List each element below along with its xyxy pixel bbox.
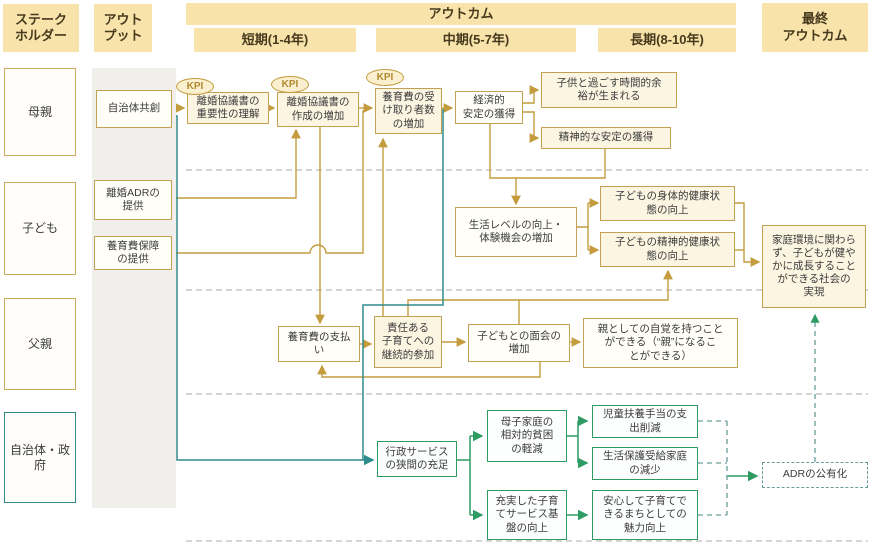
outcome-support-receivers: 養育費の受 け取り者数 の増加 bbox=[375, 88, 442, 134]
header-output: アウト プット bbox=[94, 4, 152, 52]
outcome-agreement-increase: 離婚協議書の 作成の増加 bbox=[277, 92, 359, 127]
outcome-welfare-reduction: 生活保護受給家庭 の減少 bbox=[592, 447, 698, 480]
gold-connectors bbox=[172, 85, 761, 378]
stakeholder-child: 子ども bbox=[4, 182, 76, 275]
kpi-badge-2: KPI bbox=[271, 76, 309, 93]
dashed-connectors bbox=[698, 313, 820, 516]
output-column-band bbox=[92, 68, 176, 508]
stakeholder-father: 父親 bbox=[4, 298, 76, 390]
kpi-badge-3: KPI bbox=[366, 69, 404, 86]
outcome-single-mother-poverty: 母子家庭の 相対的貧困 の軽減 bbox=[487, 410, 567, 462]
output-divorce-adr: 離婚ADRの 提供 bbox=[94, 180, 172, 220]
teal-connectors bbox=[172, 109, 444, 466]
final-outcome-box: 家庭環境に関わら ず、子どもが健や かに成長すること ができる社会の 実現 bbox=[762, 225, 866, 308]
header-mid-term: 中期(5-7年) bbox=[376, 28, 576, 52]
green-connectors bbox=[457, 415, 759, 521]
stakeholder-government: 自治体・政 府 bbox=[4, 412, 76, 503]
outcome-admin-service-gap: 行政サービス の狭間の充足 bbox=[377, 441, 457, 477]
outcome-living-level: 生活レベルの向上・ 体験機会の増加 bbox=[455, 207, 577, 257]
outcome-economic-stability: 経済的 安定の獲得 bbox=[455, 91, 523, 124]
header-long-term: 長期(8-10年) bbox=[598, 28, 736, 52]
outcome-allowance-reduction: 児童扶養手当の支 出削減 bbox=[592, 405, 698, 438]
row-separators bbox=[186, 169, 868, 542]
outcome-child-physical-health: 子どもの身体的健康状 態の向上 bbox=[600, 186, 735, 221]
header-outcome: アウトカム bbox=[186, 3, 736, 25]
outcome-mental-stability: 精神的な安定の獲得 bbox=[541, 127, 671, 149]
outcome-support-payment: 養育費の支払 い bbox=[278, 326, 360, 362]
outcome-childcare-base: 充実した子育 てサービス基 盤の向上 bbox=[487, 490, 567, 540]
kpi-badge-1: KPI bbox=[176, 78, 214, 95]
header-stakeholder: ステーク ホルダー bbox=[3, 4, 79, 52]
outcome-town-attractiveness: 安心して子育てで きるまちとしての 魅力向上 bbox=[592, 490, 698, 540]
outcome-adr-publicization: ADRの公有化 bbox=[762, 462, 868, 488]
outcome-parental-awareness: 親としての自覚を持つこと ができる（“親”になるこ とができる） bbox=[583, 318, 738, 368]
outcome-responsible-parenting: 責任ある 子育てへの 継続的参加 bbox=[374, 316, 442, 368]
header-final-outcome: 最終 アウトカム bbox=[762, 3, 868, 52]
outcome-child-mental-health: 子どもの精神的健康状 態の向上 bbox=[600, 232, 735, 267]
stakeholder-mother: 母親 bbox=[4, 68, 76, 156]
outcome-time-with-children: 子供と過ごす時間的余 裕が生まれる bbox=[541, 72, 677, 108]
output-municipal-co-creation: 自治体共創 bbox=[96, 90, 172, 128]
output-support-guarantee: 養育費保障 の提供 bbox=[94, 236, 172, 270]
outcome-agreement-importance: 離婚協議書の 重要性の理解 bbox=[187, 92, 269, 124]
header-short-term: 短期(1-4年) bbox=[194, 28, 356, 52]
outcome-visitation-increase: 子どもとの面会の 増加 bbox=[468, 324, 570, 362]
